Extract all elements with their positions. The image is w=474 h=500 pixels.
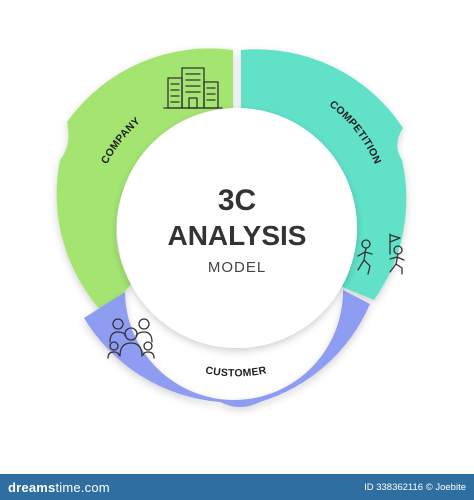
title-line-2: ANALYSIS <box>167 220 306 251</box>
image-id-credit: ID 338362116 © Joebite <box>364 481 466 493</box>
customer-label: CUSTOMER <box>204 364 267 379</box>
footer-bar: dreamstime.com ID 338362116 © Joebite <box>0 474 474 500</box>
competition-segment <box>241 49 407 301</box>
3c-analysis-diagram: COMPANY COMPETITION CUSTOMER 3C ANALYSIS… <box>56 48 407 407</box>
title-line-1: 3C <box>218 184 256 217</box>
company-segment <box>56 48 233 315</box>
brand-logo: dreamstime.com <box>8 479 110 495</box>
building-icon <box>163 67 223 109</box>
customer-group-icon <box>107 318 155 359</box>
race-to-flag-icon <box>357 233 405 275</box>
title-line-3: MODEL <box>208 259 266 276</box>
center-circle <box>117 108 357 348</box>
diagram-canvas: COMPANY COMPETITION CUSTOMER 3C ANALYSIS… <box>56 48 407 407</box>
customer-segment <box>84 290 370 407</box>
